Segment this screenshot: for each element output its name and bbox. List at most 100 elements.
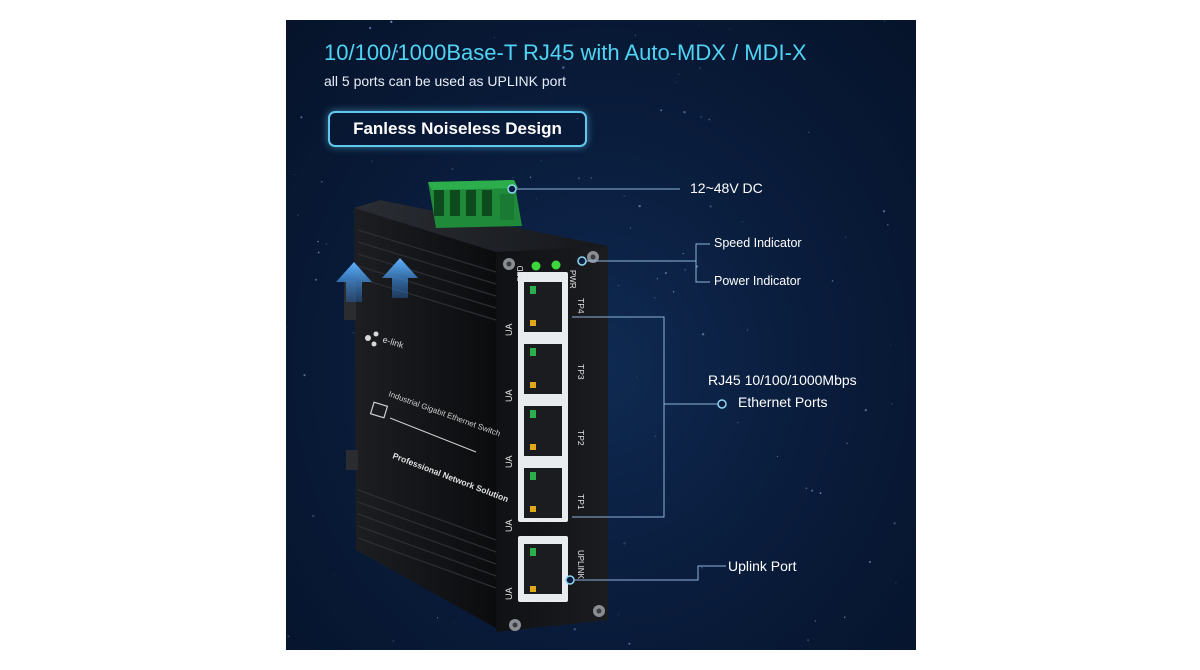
star-dot — [317, 240, 319, 243]
star-dot — [654, 435, 657, 438]
star-dot — [395, 50, 399, 53]
star-dot — [524, 76, 527, 78]
star-dot — [654, 297, 656, 299]
star-dot — [311, 514, 315, 518]
star-dot — [846, 442, 848, 445]
star-dot — [729, 28, 731, 30]
rj45-port-block — [518, 272, 568, 522]
star-dot — [471, 648, 472, 650]
star-dot — [618, 285, 620, 287]
star-dot — [390, 20, 393, 24]
star-dot — [701, 333, 705, 336]
star-dot — [783, 105, 785, 107]
star-dot — [819, 492, 822, 495]
star-dot — [436, 617, 439, 619]
star-dot — [623, 542, 626, 545]
star-dot — [618, 613, 620, 615]
star-dot — [576, 117, 579, 120]
star-dot — [317, 251, 320, 254]
star-dot — [678, 73, 680, 76]
star-dot — [293, 174, 296, 176]
star-dot — [573, 628, 576, 631]
port-label-tp2: TP2 — [576, 430, 586, 446]
star-dot — [843, 616, 846, 618]
star-dot — [391, 43, 393, 45]
uplink-led-green — [530, 548, 536, 556]
star-dot — [883, 20, 886, 22]
star-dot — [540, 159, 542, 162]
star-dot — [529, 176, 532, 178]
star-dot — [791, 279, 793, 281]
star-dot — [370, 160, 373, 162]
star-dot — [303, 374, 306, 377]
side-marking-ua-3: UA — [504, 455, 514, 468]
switch-side-panel — [354, 208, 496, 628]
product-image-panel: 10/100/1000Base-T RJ45 with Auto-MDX / M… — [286, 20, 916, 650]
star-dot — [378, 124, 381, 127]
star-dot — [893, 521, 896, 525]
led-label-spd: SPD — [516, 265, 525, 282]
star-dot — [314, 278, 318, 281]
star-dot — [287, 635, 290, 638]
star-dot — [683, 110, 686, 114]
star-dot — [562, 66, 565, 69]
star-dot — [656, 278, 658, 280]
star-dot — [699, 67, 702, 70]
star-dot — [369, 26, 372, 30]
star-dot — [536, 198, 537, 200]
subheadline: all 5 ports can be used as UPLINK port — [324, 73, 567, 89]
star-dot — [453, 622, 455, 624]
star-dot — [512, 177, 514, 179]
star-dot — [664, 272, 667, 275]
star-dot — [697, 24, 699, 26]
star-dot — [891, 403, 893, 405]
power-indicator-label: Power Indicator — [714, 274, 801, 288]
star-dot — [798, 406, 800, 408]
uplink-led-amber — [530, 586, 536, 592]
side-marking-ua-5: UA — [504, 587, 514, 600]
star-dot — [300, 116, 303, 119]
star-dot — [807, 639, 810, 642]
star-dot — [737, 422, 739, 424]
star-dot — [320, 180, 323, 183]
callout-lines — [512, 188, 726, 581]
side-marking-ua-1: UA — [504, 323, 514, 336]
uplink-port — [524, 544, 562, 594]
side-marking-ua-2: UA — [504, 389, 514, 402]
star-dot — [630, 227, 632, 229]
ethernet-ports-label: Ethernet Ports — [738, 394, 828, 410]
star-dot — [709, 205, 712, 208]
status-leds — [531, 260, 561, 271]
star-dot — [868, 560, 871, 564]
star-dot — [286, 326, 287, 328]
star-dot — [628, 642, 631, 645]
fanless-badge: Fanless Noiseless Design — [328, 111, 587, 147]
din-rail-clip-lower — [346, 450, 358, 470]
power-input-label: 12~48V DC — [690, 180, 763, 196]
screw-icon — [503, 251, 605, 631]
star-dot — [669, 261, 671, 263]
star-dot — [864, 408, 867, 412]
star-dot — [890, 343, 891, 345]
callout-dot-icon — [507, 184, 727, 585]
port-label-tp4: TP4 — [576, 298, 586, 314]
led-label-pwr: PWR — [568, 270, 577, 289]
star-dot — [392, 640, 395, 642]
star-dot — [701, 567, 703, 569]
star-dot — [776, 456, 778, 458]
star-dot — [844, 236, 847, 238]
star-dot — [675, 82, 677, 84]
star-dot — [814, 620, 817, 622]
star-dot — [660, 109, 663, 112]
star-dot — [808, 131, 810, 134]
uplink-port-label: Uplink Port — [728, 558, 797, 574]
star-dot — [708, 118, 711, 121]
speed-indicator-label: Speed Indicator — [714, 236, 802, 250]
port-label-tp1: TP1 — [576, 494, 586, 510]
decor-line — [389, 417, 477, 453]
star-dot — [297, 214, 300, 217]
star-dot — [700, 116, 703, 119]
star-dot — [882, 210, 886, 213]
star-dot — [493, 36, 495, 38]
star-dot — [638, 204, 641, 208]
